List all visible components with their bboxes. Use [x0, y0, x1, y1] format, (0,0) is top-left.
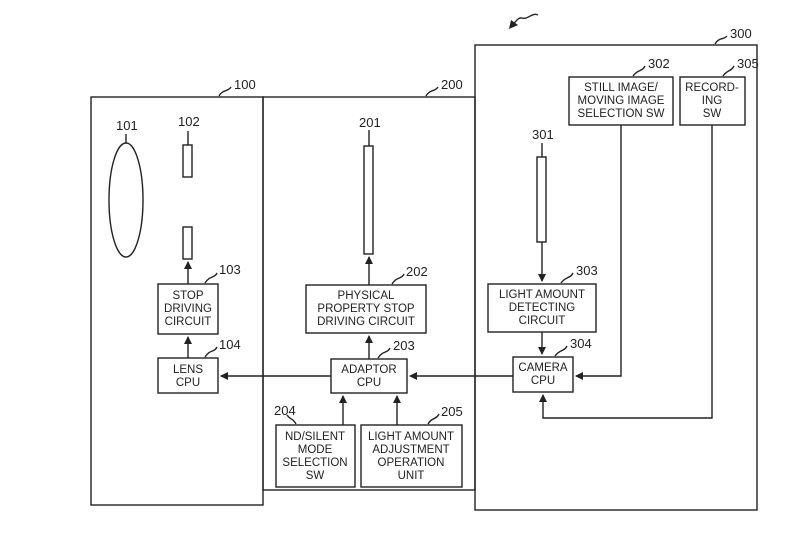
- figure-pointer-arrowhead: [509, 20, 518, 29]
- recording-line2: ING: [702, 95, 723, 107]
- camera-cpu-line1: CAMERA: [518, 362, 568, 374]
- ref-301: 301: [532, 127, 554, 142]
- laaou-line3: OPERATION: [378, 457, 445, 469]
- ref-103: 103: [219, 262, 241, 277]
- ref-201: 201: [359, 115, 381, 130]
- stop-driving-circuit-line2: DRIVING: [164, 303, 212, 315]
- lens-cpu-line2: CPU: [176, 377, 200, 389]
- ref-100: 100: [234, 77, 256, 92]
- ppsdc-line1: PHYSICAL: [338, 290, 395, 302]
- ladc-line2: DETECTING: [509, 302, 576, 314]
- ref-304: 304: [570, 336, 592, 351]
- still-moving-image-selection-sw-block: [568, 76, 674, 126]
- leader-202: [391, 273, 405, 285]
- adaptor-cpu-line1: ADAPTOR: [341, 364, 396, 376]
- ref-202: 202: [406, 264, 428, 279]
- smis-line2: MOVING IMAGE: [578, 95, 665, 107]
- stop-blade-lower: [182, 226, 193, 260]
- ref-305: 305: [737, 56, 759, 71]
- laaou-line1: LIGHT AMOUNT: [368, 431, 454, 443]
- leader-104: [204, 346, 218, 358]
- nd-silent-line3: SELECTION: [282, 457, 347, 469]
- leader-300: [714, 35, 728, 45]
- adaptor-cpu-block: [330, 358, 408, 394]
- camera-cpu-line2: CPU: [531, 375, 555, 387]
- ref-300: 300: [730, 26, 752, 41]
- smis-line3: SELECTION SW: [578, 108, 665, 120]
- leader-304: [554, 345, 568, 357]
- ref-104: 104: [219, 337, 241, 352]
- leader-200: [425, 86, 439, 97]
- leader-103: [204, 272, 218, 284]
- leader-204: [286, 414, 297, 425]
- laaou-line4: UNIT: [398, 470, 425, 482]
- smis-line1: STILL IMAGE/: [584, 82, 659, 94]
- ref-101: 101: [116, 118, 138, 133]
- leader-203: [377, 347, 391, 359]
- figure-pointer-squiggle: [511, 13, 539, 26]
- nd-silent-mode-selection-sw-block: [275, 424, 356, 488]
- stop-blade-upper: [182, 144, 193, 178]
- physical-property-stop-driving-circuit-block: [305, 284, 427, 334]
- ref-102: 102: [178, 114, 200, 129]
- lens-element: [108, 142, 144, 258]
- leader-302: [632, 65, 646, 77]
- ref-200: 200: [441, 77, 463, 92]
- adaptor-cpu-line2: CPU: [357, 377, 381, 389]
- leader-205: [427, 413, 440, 425]
- recording-line1: RECORD-: [685, 82, 739, 94]
- leader-100: [218, 86, 232, 97]
- ref-303: 303: [576, 263, 598, 278]
- camera-cpu-block: [512, 356, 574, 393]
- lens-cpu-line1: LENS: [173, 364, 203, 376]
- arrow-recording-sw-to-camera-cpu: [539, 125, 713, 419]
- light-detector-element: [536, 156, 547, 243]
- nd-silent-line1: ND/SILENT: [285, 431, 345, 443]
- ref-204: 204: [274, 403, 296, 418]
- light-amount-adjustment-operation-unit-block: [360, 424, 463, 488]
- ladc-line1: LIGHT AMOUNT: [499, 289, 585, 301]
- arrow-selection-sw-to-camera-cpu: [575, 125, 622, 380]
- leader-303: [560, 272, 574, 284]
- ladc-line3: CIRCUIT: [519, 315, 566, 327]
- stop-driving-circuit-line3: CIRCUIT: [165, 316, 212, 328]
- stop-driving-circuit-line1: STOP: [172, 290, 203, 302]
- nd-silent-line2: MODE: [298, 444, 333, 456]
- nd-silent-line4: SW: [306, 470, 325, 482]
- lens-cpu-block: [157, 357, 219, 394]
- recording-line3: SW: [703, 108, 722, 120]
- camera-unit-outline: [474, 44, 758, 511]
- ref-203: 203: [393, 338, 415, 353]
- ref-302: 302: [648, 56, 670, 71]
- leader-305: [722, 65, 735, 77]
- laaou-line2: ADJUSTMENT: [372, 444, 449, 456]
- ref-205: 205: [441, 404, 463, 419]
- ppsdc-line2: PROPERTY STOP: [317, 303, 414, 315]
- physical-property-stop-element: [363, 145, 374, 255]
- light-amount-detecting-circuit-block: [487, 283, 597, 333]
- ppsdc-line3: DRIVING CIRCUIT: [317, 316, 415, 328]
